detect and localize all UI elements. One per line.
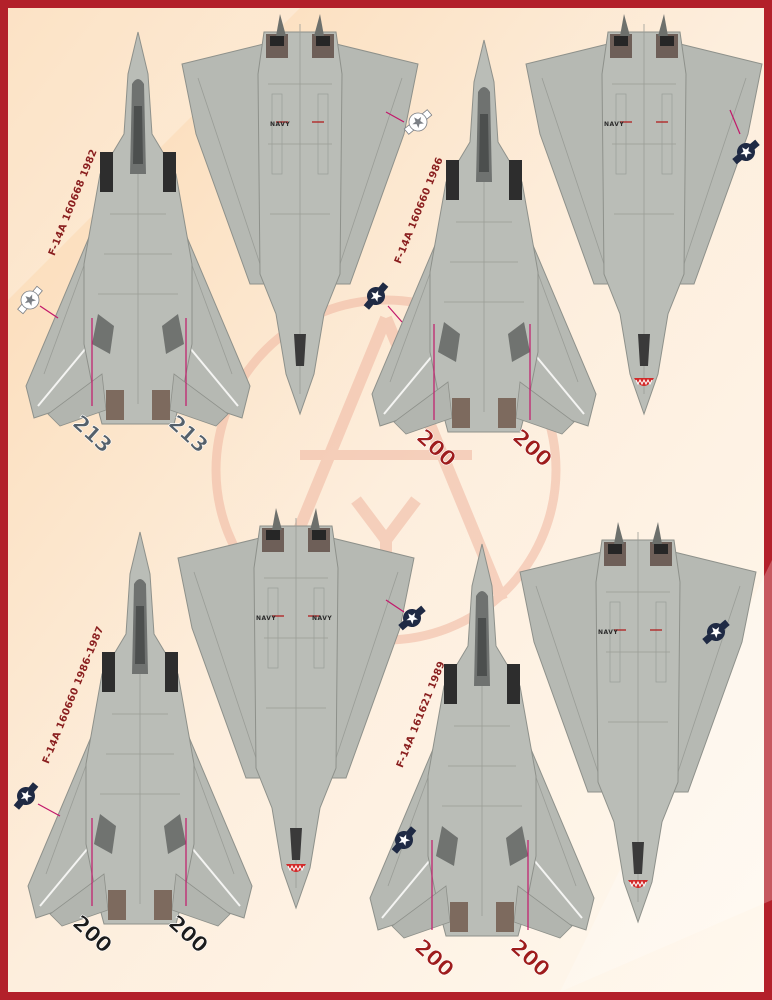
background-rays — [8, 8, 772, 992]
aircraft-bottom-view-1: NAVY — [181, 13, 419, 415]
aircraft-bottom-view-2: NAVY — [525, 13, 763, 415]
leader-lines-2 — [387, 109, 741, 420]
svg-text:NAVY: NAVY — [598, 629, 618, 636]
leader-lines-4 — [431, 840, 529, 930]
svg-text:NAVY: NAVY — [256, 615, 276, 622]
svg-text:NAVY: NAVY — [604, 121, 624, 128]
leader-lines-3 — [37, 599, 405, 906]
aircraft-bottom-view-3: NAVY NAVY — [177, 507, 415, 909]
aircraft-bottom-view-4: NAVY — [519, 521, 757, 923]
svg-text:NAVY: NAVY — [312, 615, 332, 622]
leader-lines-1 — [39, 111, 405, 406]
svg-text:NAVY: NAVY — [270, 121, 290, 128]
